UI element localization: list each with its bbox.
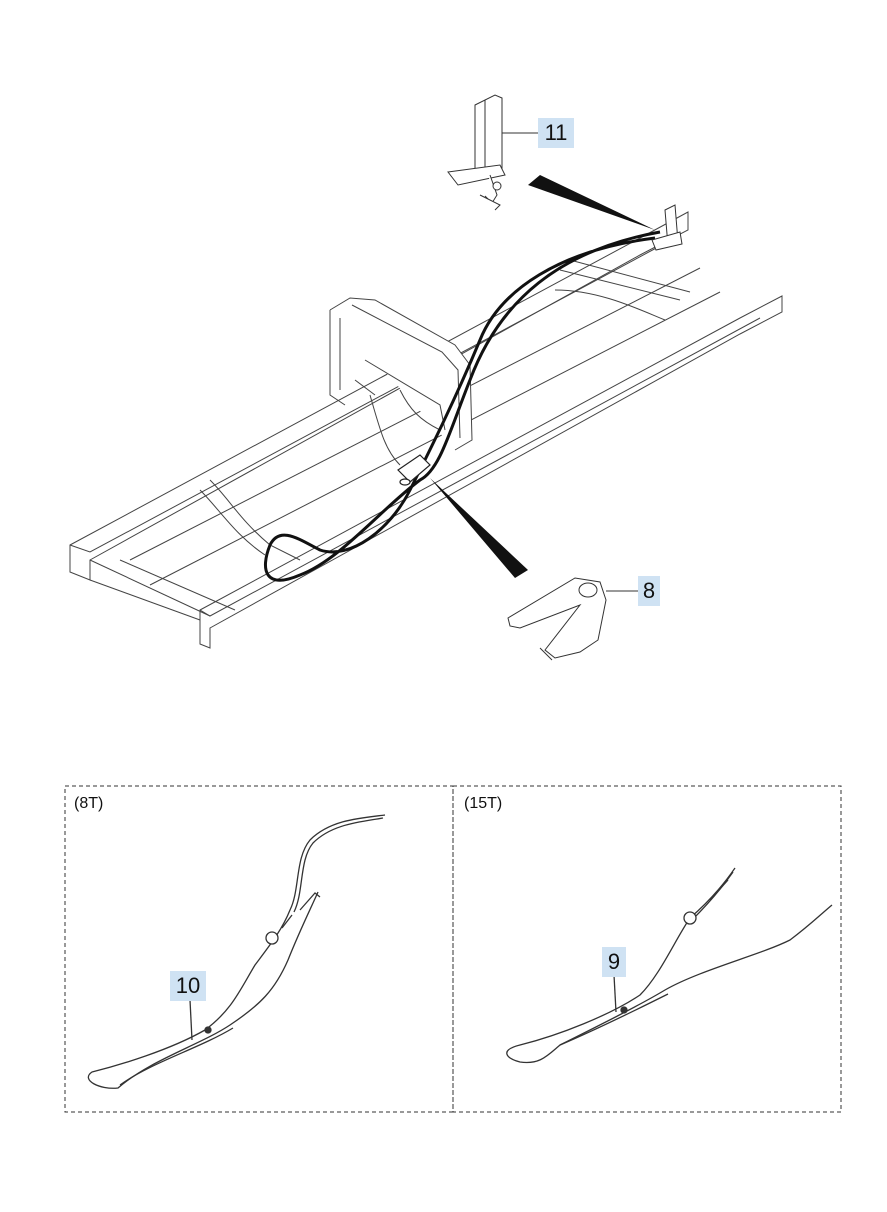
truck-frame: [69, 211, 783, 649]
callout-8: 8: [638, 576, 660, 606]
panel-15t-frame: [452, 785, 842, 1113]
part-8-clamp: [507, 577, 638, 661]
part-10-cable: [87, 814, 386, 1089]
panel-label-8t: (8T): [74, 795, 104, 812]
callout-9: 9: [602, 947, 626, 977]
brake-cable-route: [263, 230, 661, 582]
part-9-cable: [506, 867, 833, 1064]
cable-clamps: [397, 454, 431, 486]
leader-wedges: [430, 175, 655, 578]
panel-label-15t: (15T): [464, 795, 503, 812]
callout-11: 11: [538, 118, 574, 148]
callout-10: 10: [170, 971, 206, 1001]
part-11-bracket: [447, 94, 683, 251]
